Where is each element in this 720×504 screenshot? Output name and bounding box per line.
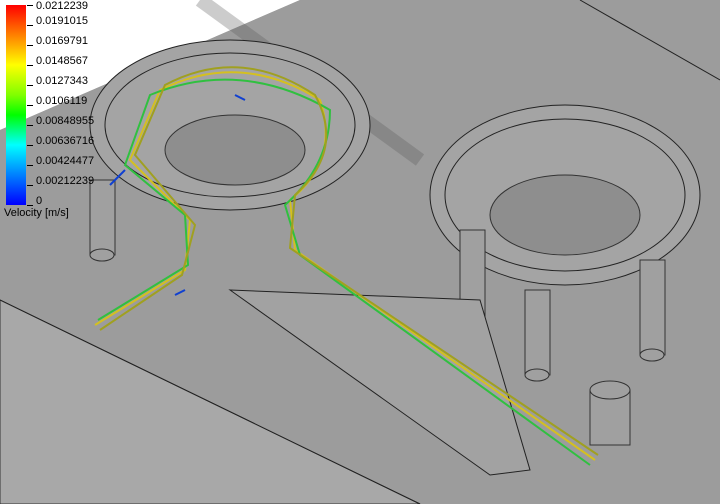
slot	[228, 289, 531, 476]
legend-tick	[27, 105, 33, 106]
legend-tick	[27, 65, 33, 66]
legend-label: 0.0127343	[36, 75, 88, 87]
legend-tick	[27, 145, 33, 146]
legend-tick	[27, 5, 33, 6]
legend-tick	[27, 205, 33, 206]
legend-label: 0	[36, 195, 43, 207]
legend-tick	[27, 165, 33, 166]
legend-label: 0.0106119	[36, 95, 88, 107]
plate-edge	[579, 0, 720, 81]
color-scale-bar	[6, 5, 26, 205]
legend-label: 0.0148567	[36, 55, 88, 67]
legend-tick	[27, 45, 33, 46]
legend-title: Velocity [m/s]	[4, 207, 69, 219]
legend-label: 0.0191015	[36, 15, 88, 27]
right-ring-inner	[444, 118, 686, 272]
legend-label: 0.00424477	[36, 155, 95, 167]
right-bore	[489, 174, 641, 256]
legend-tick	[27, 185, 33, 186]
legend-label: 0.00636716	[36, 135, 95, 147]
legend-tick	[27, 25, 33, 26]
legend-label: 0.00848955	[36, 115, 95, 127]
legend-tick	[27, 125, 33, 126]
plate-edge	[0, 299, 421, 504]
left-bore	[164, 114, 306, 186]
legend-label: 0.0169791	[36, 35, 88, 47]
left-ring-inner	[104, 52, 356, 198]
streamlines	[94, 66, 599, 466]
velocity-legend: 0.0212239 0.0191015 0.0169791 0.0148567 …	[0, 0, 110, 225]
legend-label: 0.00212239	[36, 175, 95, 187]
legend-label: 0.0212239	[36, 0, 88, 12]
legend-tick	[27, 85, 33, 86]
